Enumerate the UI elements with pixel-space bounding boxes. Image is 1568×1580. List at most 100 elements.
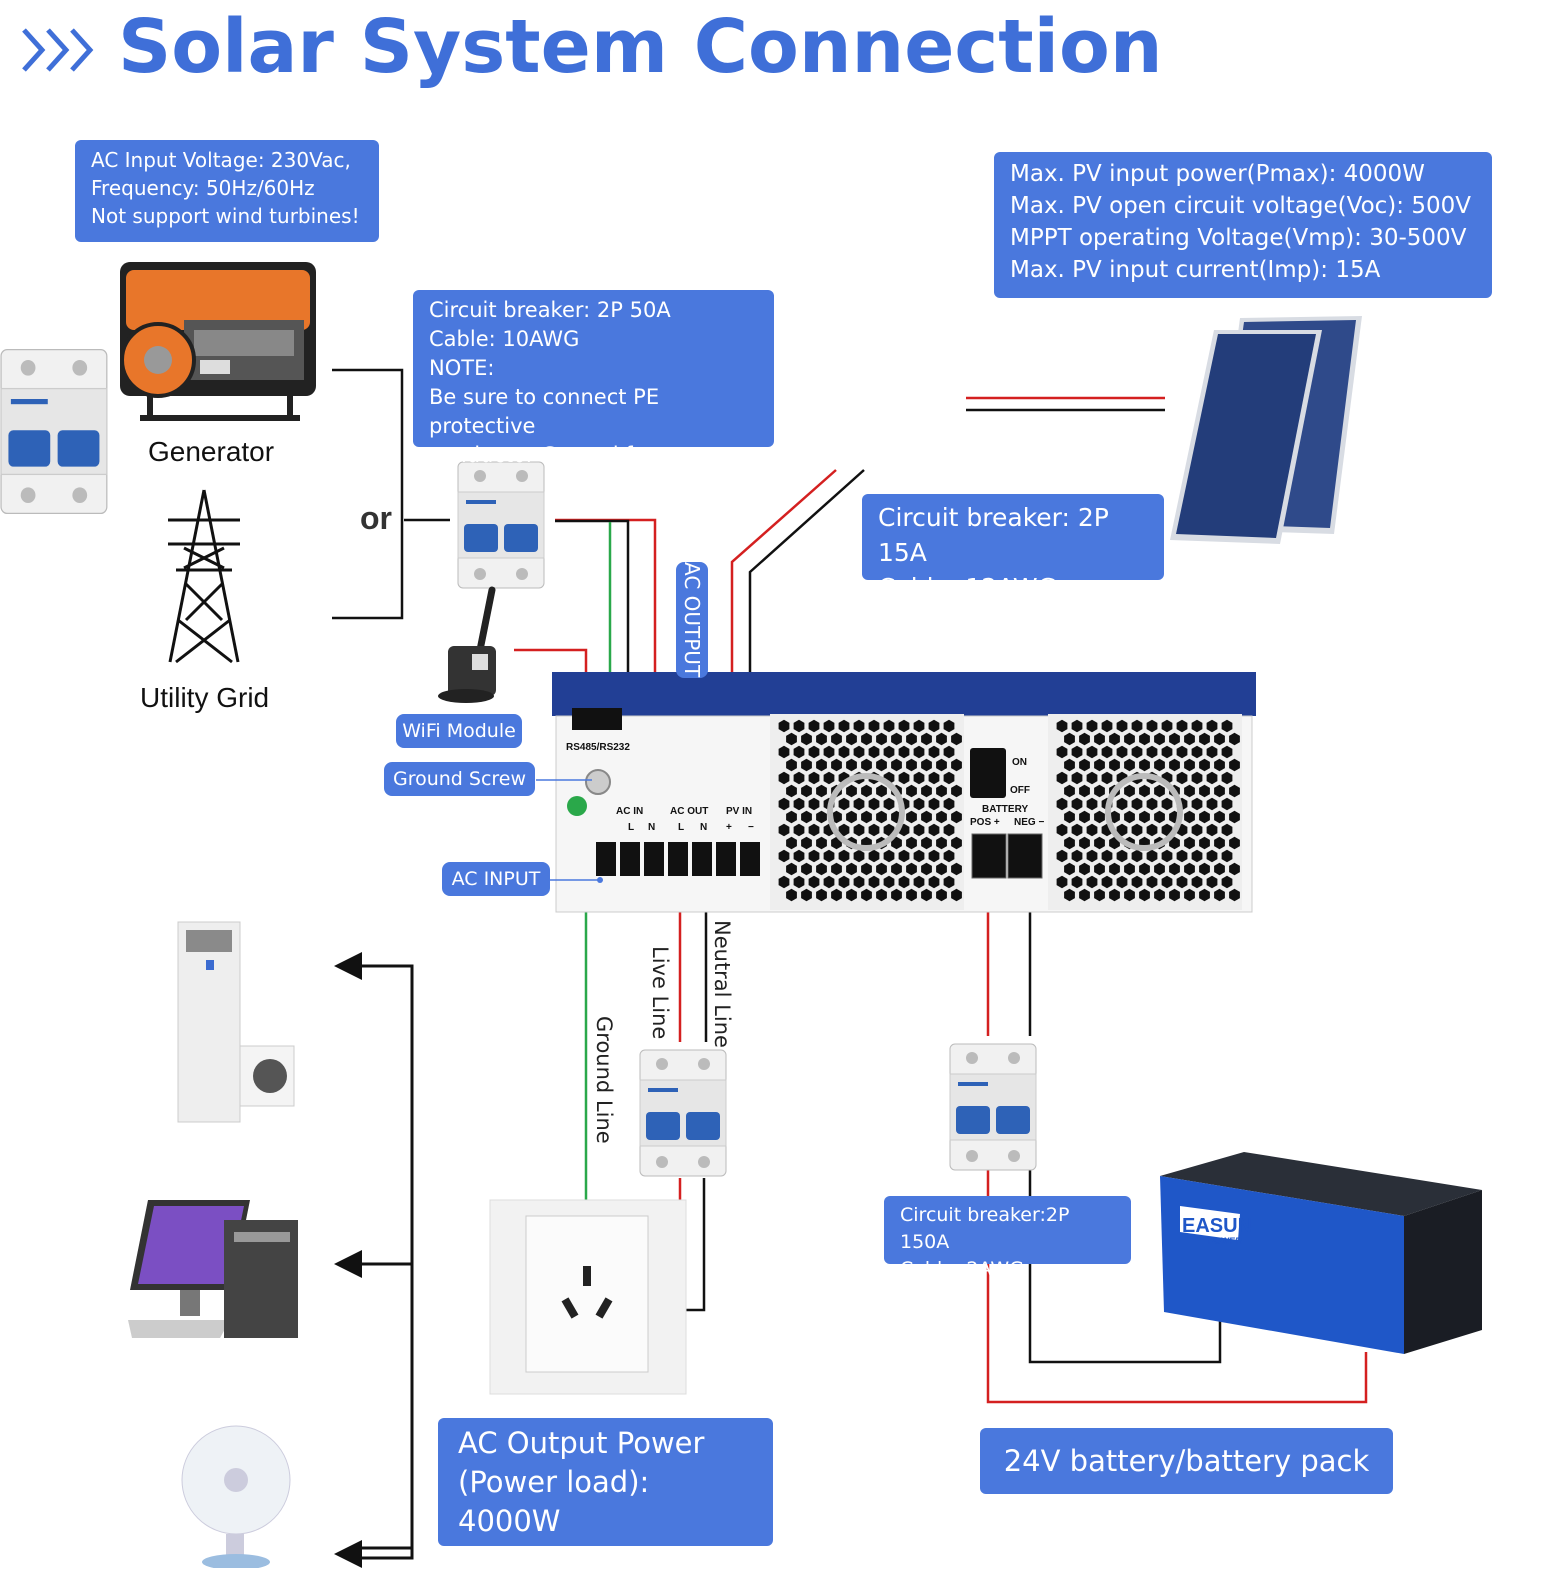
vent-hole: [1221, 745, 1233, 759]
vent-hole: [928, 849, 940, 863]
vent-hole: [1206, 771, 1218, 785]
vent-hole: [1176, 849, 1188, 863]
vent-hole: [1079, 732, 1090, 746]
ground-screw-label: Ground Screw: [384, 762, 535, 796]
generator-icon: [120, 262, 316, 421]
vent-hole: [883, 875, 895, 889]
vent-hole: [1079, 810, 1090, 824]
vent-hole: [1071, 849, 1083, 863]
vent-hole: [786, 810, 797, 824]
vent-hole: [1191, 797, 1203, 811]
generator-label: Generator: [148, 436, 275, 467]
vent-hole: [1139, 862, 1150, 876]
vent-hole: [1214, 758, 1225, 772]
vent-hole: [1139, 888, 1150, 902]
vent-hole: [876, 758, 887, 772]
vent-hole: [1071, 797, 1083, 811]
vent-hole: [943, 771, 955, 785]
vent-hole: [1206, 875, 1218, 889]
vent-hole: [913, 875, 925, 889]
vent-hole: [1064, 810, 1075, 824]
vent-hole: [823, 719, 835, 733]
terminal-block: [620, 842, 640, 876]
vent-hole: [1064, 758, 1075, 772]
utility-grid-label: Utility Grid: [140, 682, 270, 713]
vent-hole: [1124, 784, 1135, 798]
vent-hole: [778, 745, 790, 759]
vent-hole: [1071, 719, 1083, 733]
vent-hole: [1146, 745, 1158, 759]
vent-hole: [1154, 862, 1165, 876]
vent-hole: [868, 719, 880, 733]
vent-hole: [898, 875, 910, 889]
vent-hole: [808, 849, 820, 863]
vent-hole: [853, 797, 865, 811]
vent-hole: [943, 797, 955, 811]
vent-hole: [1206, 745, 1218, 759]
vent-hole: [876, 888, 887, 902]
vent-hole: [913, 745, 925, 759]
vent-hole: [1154, 810, 1165, 824]
vent-hole: [876, 862, 887, 876]
vent-hole: [1079, 888, 1090, 902]
vent-hole: [823, 745, 835, 759]
battery-pack-negative-wire: [1028, 1168, 1222, 1364]
vent-hole: [928, 771, 940, 785]
vent-hole: [1086, 875, 1098, 889]
vent-hole: [1191, 771, 1203, 785]
vent-hole: [1116, 875, 1128, 889]
vent-hole: [1221, 875, 1233, 889]
vent-hole: [808, 797, 820, 811]
vent-hole: [786, 862, 797, 876]
vent-hole: [1184, 810, 1195, 824]
vent-hole: [786, 732, 797, 746]
vent-hole: [1176, 745, 1188, 759]
vent-hole: [1146, 875, 1158, 889]
vent-hole: [943, 745, 955, 759]
load-bus-wire: [350, 964, 414, 1560]
ac-out-port-label: AC OUT: [670, 806, 708, 817]
vent-hole: [1086, 745, 1098, 759]
battery-brand-sub-label: POWER: [1208, 1236, 1243, 1246]
vent-hole: [808, 875, 820, 889]
vent-hole: [1229, 862, 1240, 876]
vent-hole: [1139, 810, 1150, 824]
vent-hole: [1169, 862, 1180, 876]
vent-hole: [1206, 849, 1218, 863]
vent-hole: [786, 758, 797, 772]
vent-hole: [808, 823, 820, 837]
battery-pack-positive-wire: [986, 1168, 1368, 1404]
desktop-computer-icon: [128, 1200, 298, 1338]
vent-hole: [936, 836, 947, 850]
vent-hole: [1056, 745, 1068, 759]
vent-hole: [1056, 823, 1068, 837]
vent-hole: [876, 732, 887, 746]
vent-hole: [1221, 719, 1233, 733]
terminal-n-label: N: [700, 822, 707, 833]
vent-hole: [861, 732, 872, 746]
live-line-label: Live Line: [648, 946, 672, 1040]
vent-hole: [853, 849, 865, 863]
vent-hole: [1124, 888, 1135, 902]
vent-hole: [1161, 745, 1173, 759]
pv-spec-box: Max. PV input power(Pmax): 4000W Max. PV…: [994, 152, 1492, 298]
vent-hole: [868, 797, 880, 811]
vent-hole: [1229, 836, 1240, 850]
vent-hole: [906, 810, 917, 824]
vent-hole: [838, 797, 850, 811]
vent-hole: [1169, 836, 1180, 850]
vent-hole: [1101, 771, 1113, 785]
vent-hole: [1131, 719, 1143, 733]
vent-hole: [883, 745, 895, 759]
vent-hole: [1199, 862, 1210, 876]
vent-hole: [1109, 862, 1120, 876]
vent-hole: [778, 719, 790, 733]
vent-hole: [1086, 823, 1098, 837]
vent-hole: [906, 862, 917, 876]
vent-hole: [1116, 745, 1128, 759]
vent-hole: [1064, 862, 1075, 876]
vent-hole: [1131, 823, 1143, 837]
vent-hole: [1101, 745, 1113, 759]
vent-hole: [1079, 862, 1090, 876]
